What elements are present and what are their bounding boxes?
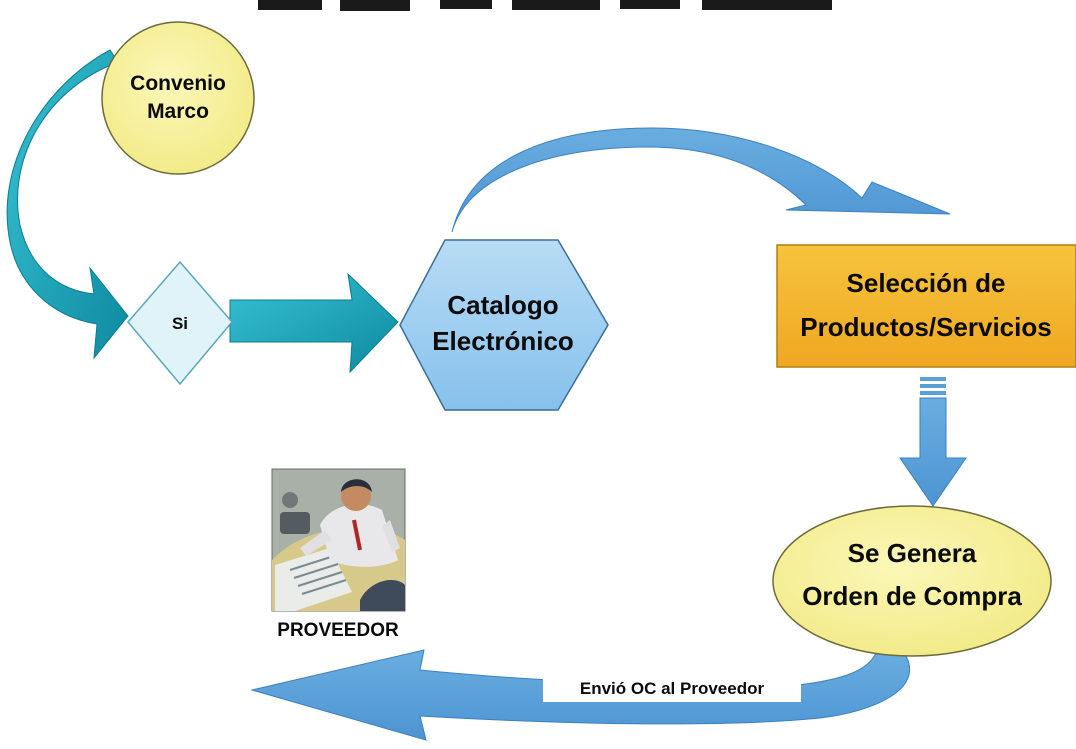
proveedor-label: PROVEEDOR bbox=[277, 620, 399, 641]
arrow-si-to-catalogo bbox=[229, 272, 399, 374]
si-label: Si bbox=[172, 314, 188, 333]
seleccion-line2: Productos/Servicios bbox=[800, 312, 1051, 342]
envio-label: Envió OC al Proveedor bbox=[580, 679, 765, 698]
node-catalogo: Catalogo Electrónico bbox=[399, 239, 609, 411]
seleccion-line1: Selección de bbox=[847, 268, 1006, 298]
businessman-at-desk-icon bbox=[271, 468, 406, 612]
orden-line1: Se Genera bbox=[848, 538, 977, 568]
arrow-catalogo-to-seleccion bbox=[451, 127, 951, 233]
arrow-seleccion-to-orden bbox=[899, 377, 967, 507]
catalogo-line1: Catalogo bbox=[447, 290, 558, 320]
orden-line2: Orden de Compra bbox=[802, 581, 1022, 611]
cropped-title-fragments bbox=[258, 0, 832, 11]
node-si: Si bbox=[127, 260, 233, 386]
convenio-line1: Convenio bbox=[130, 72, 226, 95]
envio-label-bg bbox=[543, 674, 801, 702]
convenio-line2: Marco bbox=[147, 100, 209, 123]
node-convenio-marco: Convenio Marco bbox=[101, 21, 255, 175]
catalogo-line2: Electrónico bbox=[432, 326, 574, 356]
node-seleccion: Selección de Productos/Servicios bbox=[776, 244, 1076, 368]
arrow-convenio-to-si bbox=[6, 49, 129, 360]
node-orden-compra: Se Genera Orden de Compra bbox=[772, 505, 1052, 657]
